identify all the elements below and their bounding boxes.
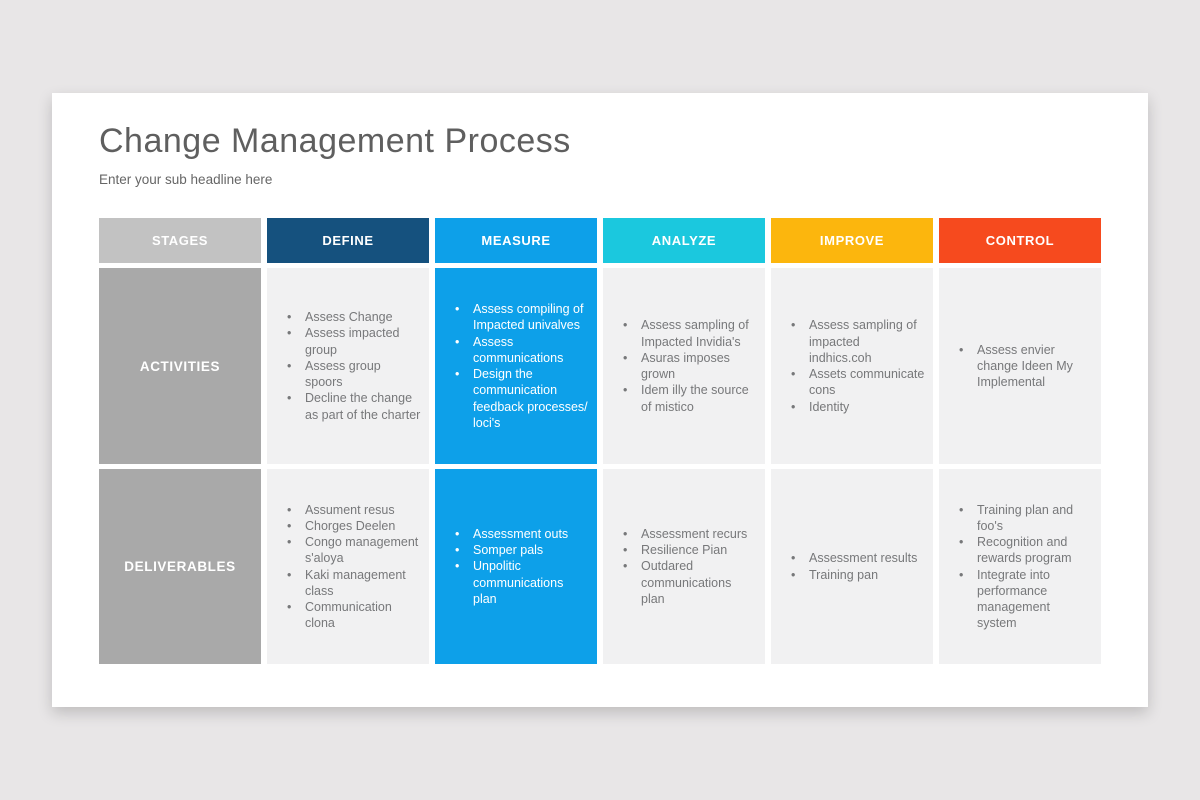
column-header-analyze: ANALYZE xyxy=(603,218,765,263)
bullet-list: Assess sampling of Impacted Invidia'sAsu… xyxy=(603,307,765,425)
bullet-item: Assess compiling of Impacted univalves xyxy=(453,301,589,334)
presentation-slide: Change Management Process Enter your sub… xyxy=(52,93,1148,707)
bullet-list: Assess envier change Ideen My Implementa… xyxy=(939,332,1101,401)
bullet-item: Assess sampling of Impacted Invidia's xyxy=(621,317,757,350)
bullet-item: Outdared communications plan xyxy=(621,558,757,607)
bullet-list: Assessment recursResilience PianOutdared… xyxy=(603,516,765,617)
cell-activities-analyze: Assess sampling of Impacted Invidia'sAsu… xyxy=(603,268,765,464)
page-title: Change Management Process xyxy=(99,122,571,160)
bullet-item: Training plan and foo's xyxy=(957,502,1093,535)
bullet-item: Recognition and rewards program xyxy=(957,534,1093,567)
column-header-define: DEFINE xyxy=(267,218,429,263)
bullet-item: Identity xyxy=(789,399,925,416)
bullet-list: Assess ChangeAssess impacted groupAssess… xyxy=(267,299,429,433)
bullet-item: Kaki management class xyxy=(285,567,421,600)
bullet-item: Decline the change as part of the charte… xyxy=(285,390,421,423)
cell-activities-control: Assess envier change Ideen My Implementa… xyxy=(939,268,1101,464)
bullet-item: Training pan xyxy=(789,567,925,584)
bullet-item: Congo management s'aloya xyxy=(285,534,421,567)
bullet-list: Assess compiling of Impacted univalvesAs… xyxy=(435,291,597,441)
bullet-list: Assument resusChorges DeelenCongo manage… xyxy=(267,492,429,642)
column-header-control: CONTROL xyxy=(939,218,1101,263)
cell-activities-measure: Assess compiling of Impacted univalvesAs… xyxy=(435,268,597,464)
bullet-item: Chorges Deelen xyxy=(285,518,421,535)
bullet-item: Integrate into performance management sy… xyxy=(957,567,1093,632)
bullet-item: Asuras imposes grown xyxy=(621,350,757,383)
bullet-item: Assets communicate cons xyxy=(789,366,925,399)
bullet-item: Assessment outs xyxy=(453,526,589,543)
bullet-item: Somper pals xyxy=(453,542,589,559)
bullet-item: Idem illy the source of mistico xyxy=(621,382,757,415)
bullet-item: Assess communications xyxy=(453,334,589,367)
cell-activities-define: Assess ChangeAssess impacted groupAssess… xyxy=(267,268,429,464)
bullet-item: Resilience Pian xyxy=(621,542,757,559)
bullet-item: Assess group spoors xyxy=(285,358,421,391)
cell-activities-improve: Assess sampling of impacted indhics.cohA… xyxy=(771,268,933,464)
cell-deliverables-control: Training plan and foo'sRecognition and r… xyxy=(939,469,1101,664)
bullet-item: Assess sampling of impacted indhics.coh xyxy=(789,317,925,366)
row-label-deliverables: DELIVERABLES xyxy=(99,469,261,664)
column-header-stages: STAGES xyxy=(99,218,261,263)
bullet-item: Assess envier change Ideen My Implementa… xyxy=(957,342,1093,391)
row-label-activities: ACTIVITIES xyxy=(99,268,261,464)
bullet-item: Assument resus xyxy=(285,502,421,519)
bullet-item: Design the communication feedback proces… xyxy=(453,366,589,431)
bullet-list: Assess sampling of impacted indhics.cohA… xyxy=(771,307,933,425)
bullet-item: Unpolitic communications plan xyxy=(453,558,589,607)
bullet-item: Communication clona xyxy=(285,599,421,632)
column-header-measure: MEASURE xyxy=(435,218,597,263)
bullet-list: Assessment resultsTraining pan xyxy=(771,540,933,593)
bullet-list: Assessment outsSomper palsUnpolitic comm… xyxy=(435,516,597,617)
bullet-item: Assessment results xyxy=(789,550,925,567)
bullet-list: Training plan and foo'sRecognition and r… xyxy=(939,492,1101,642)
bullet-item: Assess Change xyxy=(285,309,421,326)
page-subtitle: Enter your sub headline here xyxy=(99,172,273,188)
bullet-item: Assessment recurs xyxy=(621,526,757,543)
cell-deliverables-improve: Assessment resultsTraining pan xyxy=(771,469,933,664)
cell-deliverables-define: Assument resusChorges DeelenCongo manage… xyxy=(267,469,429,664)
cell-deliverables-measure: Assessment outsSomper palsUnpolitic comm… xyxy=(435,469,597,664)
cell-deliverables-analyze: Assessment recursResilience PianOutdared… xyxy=(603,469,765,664)
column-header-improve: IMPROVE xyxy=(771,218,933,263)
bullet-item: Assess impacted group xyxy=(285,325,421,358)
